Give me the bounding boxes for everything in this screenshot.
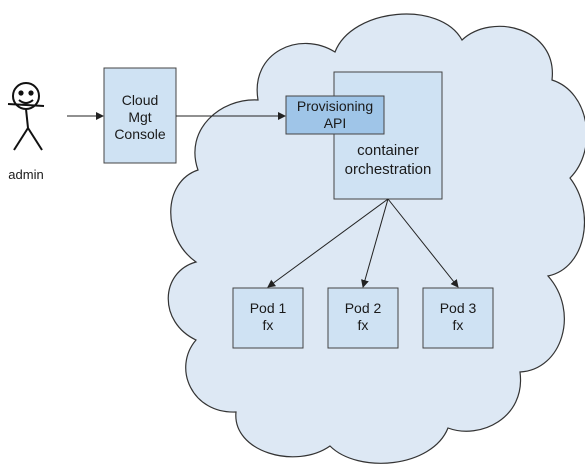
pod-1-line-1: Pod 1: [250, 300, 287, 316]
api-line-1: Provisioning: [297, 98, 373, 114]
container-orchestration-box: [333, 71, 443, 200]
pod-2-box: [327, 287, 399, 349]
pod-2-line-1: Pod 2: [345, 300, 382, 316]
arrow-to-pod-1: [267, 198, 389, 288]
cloud-mgt-console-box: [103, 67, 177, 164]
orchestration-line-2: orchestration: [345, 161, 432, 178]
admin-icon: [7, 82, 45, 151]
pod-3-line-2: fx: [453, 317, 464, 333]
orchestration-line-1: container: [357, 142, 419, 159]
console-line-2: Mgt: [128, 109, 151, 125]
pod-2-line-2: fx: [358, 317, 369, 333]
api-line-2: API: [324, 115, 347, 131]
pod-1-box: [232, 287, 304, 349]
arrow-to-pod-2: [361, 198, 389, 288]
arrow-to-pod-3: [387, 198, 459, 288]
console-line-3: Console: [114, 126, 166, 142]
console-line-1: Cloud: [122, 92, 159, 108]
pod-3-box: [422, 287, 494, 349]
provisioning-api-box: [285, 95, 385, 135]
pod-1-line-2: fx: [263, 317, 274, 333]
admin-label: admin: [8, 167, 43, 182]
pod-3-line-1: Pod 3: [440, 300, 477, 316]
